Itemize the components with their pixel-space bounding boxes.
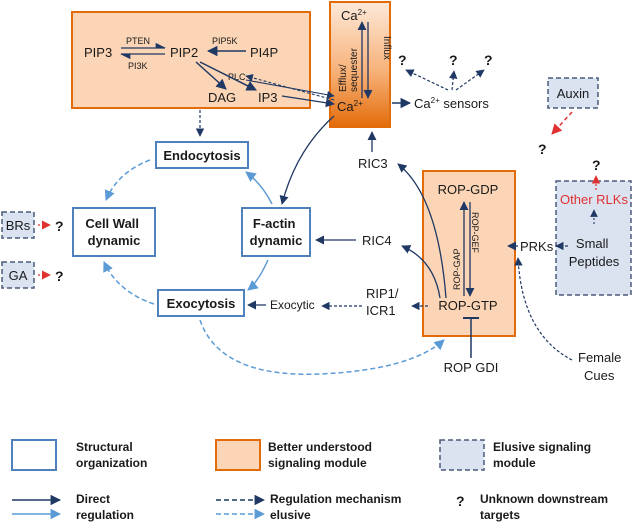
ric4-label: RIC4 bbox=[362, 233, 392, 248]
exocytosis-to-cellwall-arrow bbox=[103, 261, 155, 305]
auxin-q: ? bbox=[538, 141, 547, 157]
plc-to-ca-arrow bbox=[245, 79, 335, 99]
factin-to-endocytosis-arrow bbox=[245, 171, 273, 205]
rip1-label: RIP1/ ICR1 bbox=[366, 286, 402, 318]
efflux-label: Efflux/ sequester bbox=[338, 47, 360, 92]
phosphoinositide-module-box bbox=[71, 11, 311, 109]
legend-better-text: Better understood signaling module bbox=[268, 440, 375, 470]
factin-label: F-actin dynamic bbox=[250, 216, 303, 248]
ip3-label: IP3 bbox=[258, 90, 278, 105]
pi4p-label: PI4P bbox=[250, 45, 278, 60]
exocytosis-to-ropgtp-arrow bbox=[199, 319, 445, 375]
ga-q: ? bbox=[55, 268, 64, 284]
auxin-box bbox=[547, 77, 599, 109]
brs-box bbox=[1, 211, 35, 239]
sensor-dash-3 bbox=[455, 69, 485, 91]
ca-top-label: Ca2+ bbox=[341, 8, 367, 23]
ropgtp-to-ric3-arrow bbox=[397, 163, 447, 299]
endocytosis-label: Endocytosis bbox=[163, 148, 240, 163]
rop-gef-label: ROP-GEF bbox=[470, 212, 480, 254]
female-cues-label: Female Cues bbox=[578, 350, 625, 383]
ropgtp-to-ric4-arrow bbox=[401, 245, 441, 299]
sensor-dash-1 bbox=[405, 69, 449, 91]
auxin-to-q-arrow bbox=[551, 111, 573, 135]
legend-better-swatch bbox=[215, 439, 261, 471]
elusive-peptide-module-box bbox=[555, 180, 632, 296]
endocytosis-box bbox=[155, 141, 249, 169]
exocytosis-label: Exocytosis bbox=[167, 296, 236, 311]
pip5k-label: PIP5K bbox=[212, 36, 238, 46]
pip3-label: PIP3 bbox=[84, 45, 112, 60]
cell-wall-box bbox=[72, 207, 156, 257]
exocytosis-box bbox=[157, 289, 245, 317]
influx-label: Influx bbox=[381, 36, 392, 60]
legend-elusive-text: Elusive signaling module bbox=[493, 440, 594, 470]
legend-elusive-swatch bbox=[439, 439, 485, 471]
ip3-to-ca-arrow bbox=[281, 95, 335, 108]
small-peptides-label: Small Peptides bbox=[569, 236, 620, 269]
ga-label: GA bbox=[9, 268, 28, 283]
other-rlks-label: Other RLKs bbox=[560, 192, 628, 207]
pten-label: PTEN bbox=[126, 36, 150, 46]
pip2-label: PIP2 bbox=[170, 45, 198, 60]
ric3-label: RIC3 bbox=[358, 156, 388, 171]
legend-structural-text: Structural organization bbox=[76, 440, 147, 470]
factin-to-exocytosis-arrow bbox=[247, 259, 269, 291]
factin-box bbox=[241, 207, 311, 257]
legend-direct-text: Direct regulation bbox=[76, 492, 134, 522]
ca-bottom-label: Ca2+ bbox=[337, 99, 363, 114]
brs-q: ? bbox=[55, 218, 64, 234]
cell-wall-label: Cell Wall dynamic bbox=[85, 216, 142, 248]
ca-to-factin-arrow bbox=[279, 115, 335, 205]
prks-label: PRKs bbox=[520, 239, 554, 254]
sensor-q-3: ? bbox=[484, 52, 493, 68]
ca-sensors-label: Ca2+ sensors bbox=[414, 96, 489, 111]
brs-label: BRs bbox=[6, 218, 31, 233]
rlks-q: ? bbox=[592, 157, 601, 173]
auxin-label: Auxin bbox=[557, 86, 590, 101]
ga-box bbox=[1, 261, 35, 289]
endocytosis-to-cellwall-arrow bbox=[104, 159, 151, 201]
exocytic-label: Exocytic bbox=[270, 298, 315, 312]
rop-gtp-label: ROP-GTP bbox=[438, 298, 497, 313]
legend-structural-swatch bbox=[11, 439, 57, 471]
sensor-dash-2 bbox=[449, 70, 458, 91]
pi3k-label: PI3K bbox=[128, 61, 148, 71]
plc-label: PLC bbox=[228, 72, 246, 82]
dag-label: DAG bbox=[208, 90, 236, 105]
sensor-q-2: ? bbox=[449, 52, 458, 68]
rop-module-box bbox=[422, 170, 516, 337]
rop-gdp-label: ROP-GDP bbox=[438, 182, 499, 197]
pip2-to-dag-arrow bbox=[195, 61, 227, 90]
female-to-prks-arrow bbox=[514, 257, 573, 361]
sensor-q-1: ? bbox=[398, 52, 407, 68]
legend-elusive-reg-text: Regulation mechanism elusive bbox=[270, 492, 405, 522]
rop-gap-label: ROP-GAP bbox=[452, 248, 462, 290]
pip2-to-ip3-arrow bbox=[199, 61, 257, 91]
rop-gdi-label: ROP GDI bbox=[444, 360, 499, 375]
legend-unknown-q: ? bbox=[456, 493, 465, 509]
legend-unknown-text: Unknown downstream targets bbox=[480, 492, 611, 522]
